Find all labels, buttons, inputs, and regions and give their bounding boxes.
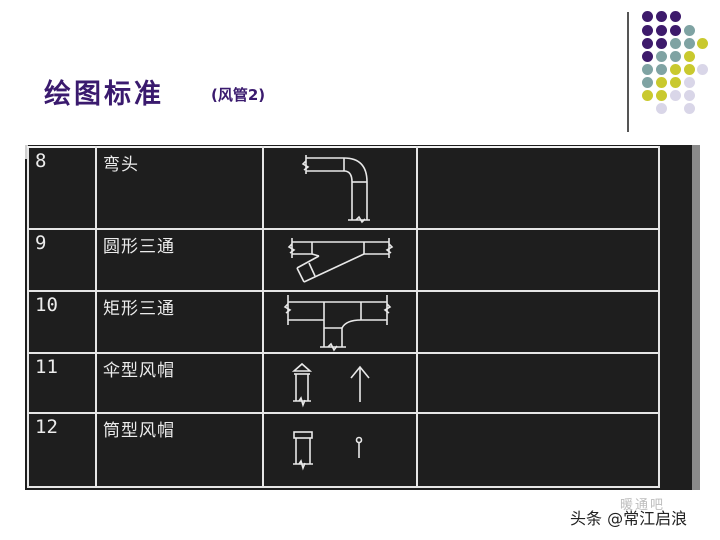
row-number: 12 xyxy=(35,416,58,438)
rectangular-tee-symbol-icon xyxy=(283,295,392,352)
decorative-dot xyxy=(642,38,653,49)
decorative-dot xyxy=(684,25,695,36)
decorative-dot xyxy=(656,64,667,75)
table-row: 9 圆形三通 xyxy=(27,228,660,292)
decorative-dot xyxy=(684,103,695,114)
slide-subtitle: (风管2) xyxy=(211,86,266,104)
name-cell: 弯头 xyxy=(95,146,264,230)
round-tee-symbol-icon xyxy=(287,238,394,283)
table-row: 12 筒型风帽 xyxy=(27,412,660,488)
remark-cell xyxy=(416,352,660,414)
number-cell: 11 xyxy=(27,352,97,414)
cad-panel-left-mark xyxy=(25,145,28,159)
decorative-dot xyxy=(670,90,681,101)
decorative-vertical-line xyxy=(627,12,629,132)
name-cell: 矩形三通 xyxy=(95,290,264,354)
decorative-dot xyxy=(697,38,708,49)
decorative-dot xyxy=(670,64,681,75)
symbol-cell xyxy=(262,228,418,292)
decorative-dot xyxy=(684,64,695,75)
cylindrical-cowl-symbol-icon xyxy=(293,431,363,471)
remark-cell xyxy=(416,412,660,488)
table-row: 8 弯头 xyxy=(27,146,660,230)
decorative-dot xyxy=(684,51,695,62)
remark-cell xyxy=(416,146,660,230)
decorative-dot xyxy=(670,38,681,49)
row-name: 圆形三通 xyxy=(103,237,175,257)
row-number: 9 xyxy=(35,232,47,254)
table-row: 10 矩形三通 xyxy=(27,290,660,354)
decorative-dot xyxy=(656,11,667,22)
remark-cell xyxy=(416,228,660,292)
number-cell: 12 xyxy=(27,412,97,488)
decorative-dot xyxy=(642,77,653,88)
decorative-dot xyxy=(670,25,681,36)
decorative-dot xyxy=(656,38,667,49)
name-cell: 筒型风帽 xyxy=(95,412,264,488)
decorative-dot xyxy=(684,38,695,49)
duct-symbol-table: 8 弯头 xyxy=(27,146,660,488)
decorative-dot xyxy=(642,51,653,62)
slide-title: 绘图标准 xyxy=(44,79,164,110)
symbol-cell xyxy=(262,352,418,414)
number-cell: 10 xyxy=(27,290,97,354)
decorative-dot xyxy=(670,11,681,22)
row-number: 10 xyxy=(35,294,58,316)
row-name: 伞型风帽 xyxy=(103,361,175,381)
decorative-dot xyxy=(642,64,653,75)
decorative-dot xyxy=(656,103,667,114)
name-cell: 伞型风帽 xyxy=(95,352,264,414)
symbol-cell xyxy=(262,412,418,488)
umbrella-cowl-symbol-icon xyxy=(291,362,370,408)
decorative-dot xyxy=(670,77,681,88)
row-number: 8 xyxy=(35,150,47,172)
decorative-dot xyxy=(656,90,667,101)
symbol-cell xyxy=(262,290,418,354)
decorative-dot-grid xyxy=(0,0,720,140)
decorative-dot xyxy=(697,64,708,75)
row-name: 筒型风帽 xyxy=(103,421,175,441)
watermark-text: 头条 @常江启浪 xyxy=(570,509,688,528)
number-cell: 9 xyxy=(27,228,97,292)
row-name: 矩形三通 xyxy=(103,299,175,319)
symbol-cell xyxy=(262,146,418,230)
decorative-dot xyxy=(656,25,667,36)
decorative-dot xyxy=(684,90,695,101)
elbow-symbol-icon xyxy=(301,155,370,224)
remark-cell xyxy=(416,290,660,354)
decorative-dot xyxy=(642,90,653,101)
decorative-dot xyxy=(684,77,695,88)
decorative-dot xyxy=(642,25,653,36)
name-cell: 圆形三通 xyxy=(95,228,264,292)
decorative-dot xyxy=(670,51,681,62)
decorative-dot xyxy=(656,51,667,62)
row-number: 11 xyxy=(35,356,58,378)
watermark-logo: 暖通吧 xyxy=(620,498,666,513)
cad-panel-edge xyxy=(692,145,700,490)
decorative-dot xyxy=(656,77,667,88)
decorative-dot xyxy=(642,11,653,22)
number-cell: 8 xyxy=(27,146,97,230)
row-name: 弯头 xyxy=(103,155,139,175)
table-row: 11 伞型风帽 xyxy=(27,352,660,414)
